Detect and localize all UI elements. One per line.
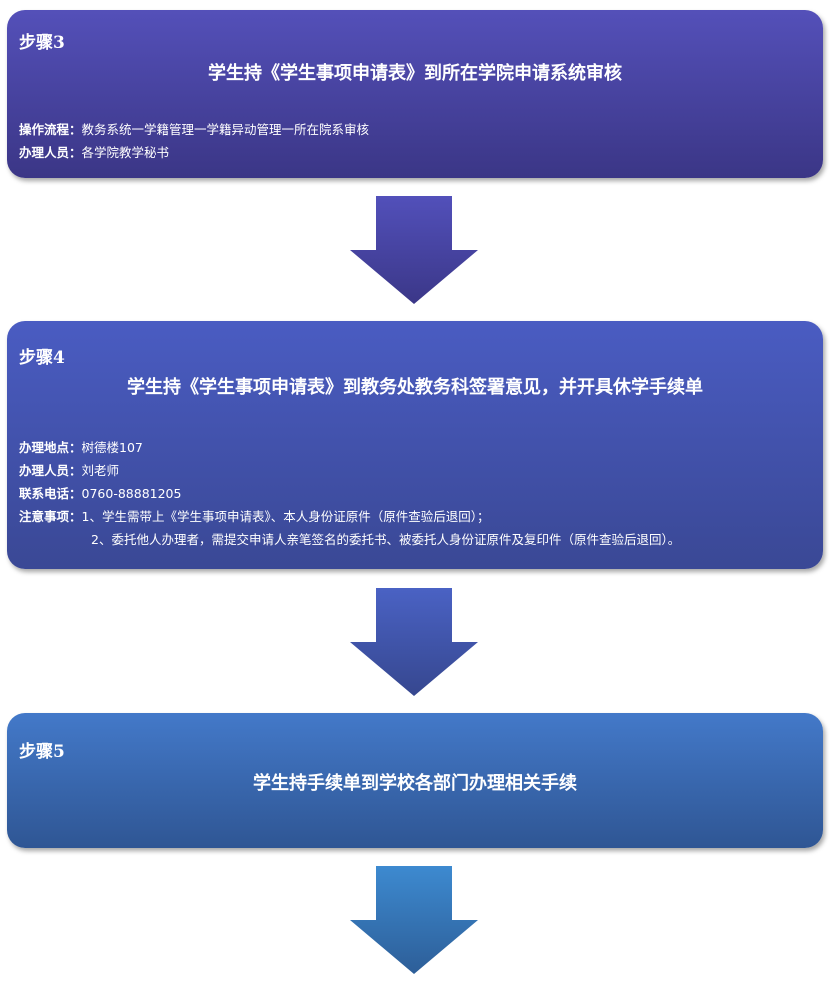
row-value: 1、学生需带上《学生事项申请表》、本人身份证原件（原件查验后退回）；	[81, 509, 490, 524]
row-value: 0760-88881205	[81, 486, 182, 501]
info-row: 办理地点：树德楼107	[19, 436, 680, 459]
row-label: 办理人员：	[19, 463, 82, 478]
step-label: 步骤5	[19, 742, 65, 762]
step5-box: 步骤5 学生持手续单到学校各部门办理相关手续	[7, 713, 823, 848]
note-row: 2、委托他人办理者，需提交申请人亲笔签名的委托书、被委托人身份证原件及复印件（原…	[91, 532, 681, 547]
step-label: 步骤3	[19, 33, 65, 53]
row-label: 联系电话：	[19, 486, 82, 501]
arrow-down-icon	[350, 196, 478, 304]
info-row: 操作流程：教务系统一学籍管理一学籍异动管理一所在院系审核	[19, 118, 369, 141]
info-row: 注意事项：1、学生需带上《学生事项申请表》、本人身份证原件（原件查验后退回）；	[19, 505, 680, 528]
info-row: 办理人员：各学院教学秘书	[19, 141, 369, 164]
step-title: 学生持手续单到学校各部门办理相关手续	[253, 773, 577, 794]
row-label: 操作流程：	[19, 122, 82, 137]
arrow-down-icon	[350, 866, 478, 974]
row-value: 刘老师	[81, 463, 120, 478]
row-label: 办理地点：	[19, 440, 82, 455]
row-value: 教务系统一学籍管理一学籍异动管理一所在院系审核	[81, 122, 370, 137]
row-label: 注意事项：	[19, 509, 82, 524]
step3-box: 步骤3 学生持《学生事项申请表》到所在学院申请系统审核 操作流程：教务系统一学籍…	[7, 10, 823, 178]
arrow-down-icon	[350, 588, 478, 696]
row-label: 办理人员：	[19, 145, 82, 160]
row-value: 各学院教学秘书	[81, 145, 170, 160]
step-title: 学生持《学生事项申请表》到所在学院申请系统审核	[208, 63, 622, 84]
info-row: 联系电话：0760-88881205	[19, 482, 680, 505]
step-title: 学生持《学生事项申请表》到教务处教务科签署意见，并开具休学手续单	[127, 377, 703, 398]
row-value: 树德楼107	[81, 440, 143, 455]
info-row: 办理人员：刘老师	[19, 459, 680, 482]
step4-box: 步骤4 学生持《学生事项申请表》到教务处教务科签署意见，并开具休学手续单 办理地…	[7, 321, 823, 569]
step-label: 步骤4	[19, 348, 65, 368]
